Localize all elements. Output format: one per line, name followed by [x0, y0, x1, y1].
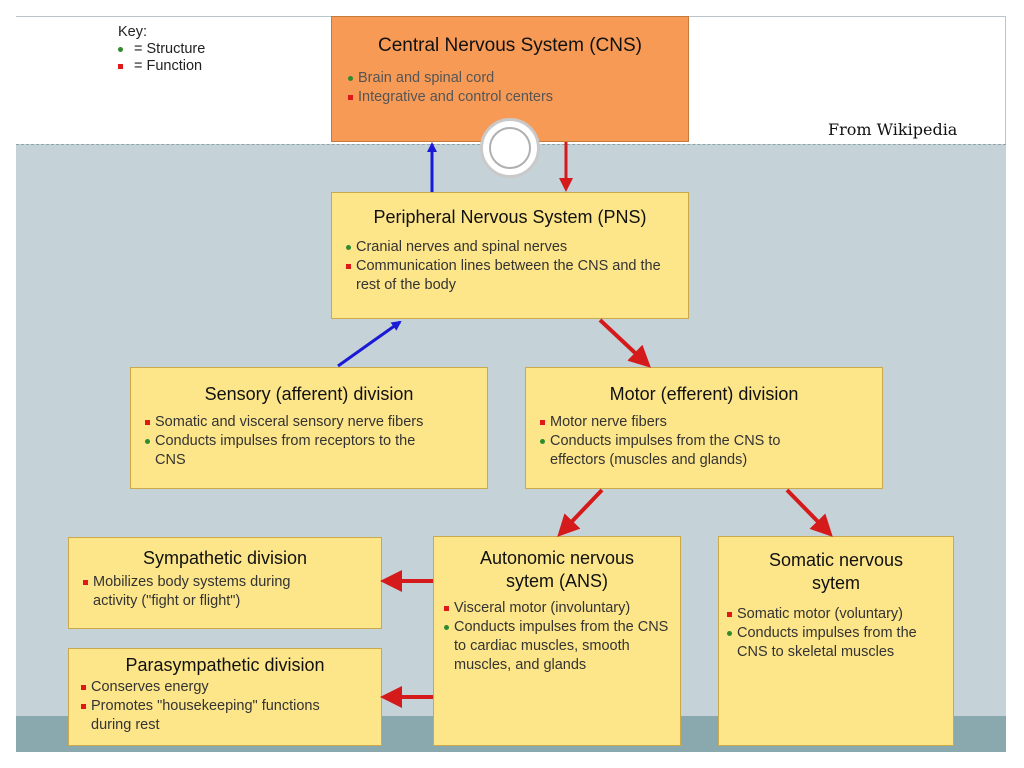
motor-structure-item: Conducts impulses from the CNS to effect…: [540, 432, 868, 470]
somatic-nervous-system-title: Somatic nervous sytem: [768, 550, 904, 593]
key-function-row: = Function: [118, 58, 205, 75]
key-structure-row: = Structure: [118, 41, 205, 58]
cns-structure-item: Brain and spinal cord: [348, 69, 672, 88]
sympathetic-division-title: Sympathetic division: [142, 548, 308, 568]
ans-function-item: Visceral motor (involuntary): [444, 599, 670, 618]
autonomic-nervous-system-title: Autonomic nervous sytem (ANS): [479, 548, 635, 591]
pns-box: Peripheral Nervous System (PNS) Cranial …: [331, 192, 689, 319]
parasympathetic-function-item-2: Promotes "housekeeping" functions during…: [81, 697, 369, 735]
slide-ornament-circle: [480, 118, 540, 178]
autonomic-nervous-system-box: Autonomic nervous sytem (ANS) Visceral m…: [433, 536, 681, 746]
cns-function-item: Integrative and control centers: [348, 88, 672, 107]
parasympathetic-division-title: Parasympathetic division: [125, 655, 325, 675]
sensory-function-item: Somatic and visceral sensory nerve fiber…: [145, 413, 473, 432]
key-function-label: = Function: [134, 58, 203, 74]
slide-ornament-inner-ring: [489, 127, 531, 169]
pns-function-item: Communication lines between the CNS and …: [346, 257, 674, 295]
function-marker-icon: [118, 64, 123, 69]
key-legend: Key: = Structure = Function: [118, 24, 205, 75]
structure-marker-icon: [118, 47, 123, 52]
parasympathetic-division-box: Parasympathetic division Conserves energ…: [68, 648, 382, 746]
sensory-division-title: Sensory (afferent) division: [204, 384, 414, 404]
sensory-division-box: Sensory (afferent) division Somatic and …: [130, 367, 488, 489]
source-credit: From Wikipedia: [828, 120, 958, 139]
somatic-function-item: Somatic motor (voluntary): [727, 605, 945, 624]
cns-title: Central Nervous System (CNS): [378, 35, 642, 56]
pns-structure-item: Cranial nerves and spinal nerves: [346, 238, 674, 257]
somatic-structure-item: Conducts impulses from the CNS to skelet…: [727, 624, 945, 662]
key-structure-label: = Structure: [134, 41, 206, 57]
sympathetic-division-box: Sympathetic division Mobilizes body syst…: [68, 537, 382, 629]
pns-title: Peripheral Nervous System (PNS): [373, 207, 647, 227]
parasympathetic-function-item-1: Conserves energy: [81, 678, 369, 697]
somatic-nervous-system-box: Somatic nervous sytem Somatic motor (vol…: [718, 536, 954, 746]
motor-division-box: Motor (efferent) division Motor nerve fi…: [525, 367, 883, 489]
sensory-structure-item: Conducts impulses from receptors to the …: [145, 432, 473, 470]
key-title: Key:: [118, 24, 148, 40]
motor-function-item: Motor nerve fibers: [540, 413, 868, 432]
ans-structure-item: Conducts impulses from the CNS to cardia…: [444, 618, 670, 675]
sympathetic-function-item: Mobilizes body systems during activity (…: [83, 573, 367, 611]
motor-division-title: Motor (efferent) division: [609, 384, 799, 404]
